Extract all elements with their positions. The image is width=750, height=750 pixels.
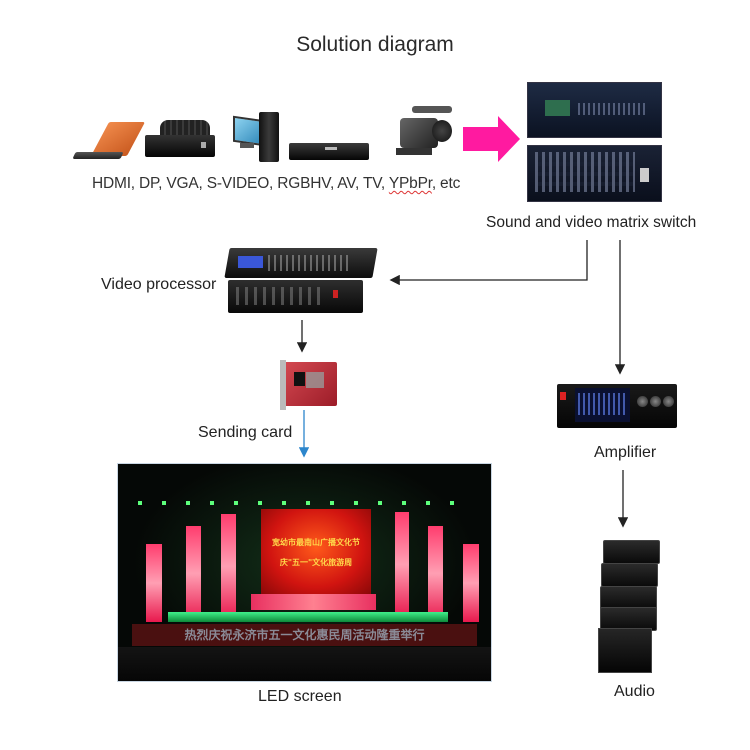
audience-silhouette xyxy=(118,647,491,681)
input-signals-label: HDMI, DP, VGA, S-VIDEO, RGBHV, AV, TV, Y… xyxy=(92,175,460,193)
banner-text: 热烈庆祝永济市五一文化惠民周活动隆重举行 xyxy=(184,628,425,642)
diagram-title: Solution diagram xyxy=(296,33,454,56)
stage-lights xyxy=(138,501,468,505)
led-screen-photo: 宽幼市最南山广播文化节 庆"五一"文化旅游周 热烈庆祝永济市五一文化惠民周活动隆… xyxy=(117,463,492,682)
led-column xyxy=(186,526,201,621)
led-column xyxy=(221,514,236,619)
amplifier-label: Amplifier xyxy=(594,444,657,461)
stage-edge xyxy=(168,612,448,622)
led-panel-line-2: 庆"五一"文化旅游周 xyxy=(279,558,353,567)
led-column xyxy=(428,526,443,621)
audio-label: Audio xyxy=(614,683,655,700)
led-column xyxy=(146,544,162,622)
matrix-to-processor-connector xyxy=(389,240,588,286)
led-screen-label: LED screen xyxy=(258,688,342,705)
video-processor-label: Video processor xyxy=(101,276,217,293)
led-panel-line-1: 宽幼市最南山广播文化节 xyxy=(272,538,360,547)
led-column xyxy=(463,544,479,622)
input-signals-ypbpr: YPbPr xyxy=(388,175,432,192)
sending-card-label: Sending card xyxy=(198,424,293,441)
matrix-switch-label: Sound and video matrix switch xyxy=(486,214,697,231)
lower-led-panel xyxy=(251,594,376,610)
stage-banner: 热烈庆祝永济市五一文化惠民周活动隆重举行 xyxy=(132,624,477,646)
input-signals-text: HDMI, DP, VGA, S-VIDEO, RGBHV, AV, TV, xyxy=(92,175,389,192)
input-arrow xyxy=(463,116,520,162)
input-signals-suffix: , etc xyxy=(431,175,461,192)
led-column xyxy=(395,512,409,617)
main-led-panel: 宽幼市最南山广播文化节 庆"五一"文化旅游周 xyxy=(261,509,371,594)
